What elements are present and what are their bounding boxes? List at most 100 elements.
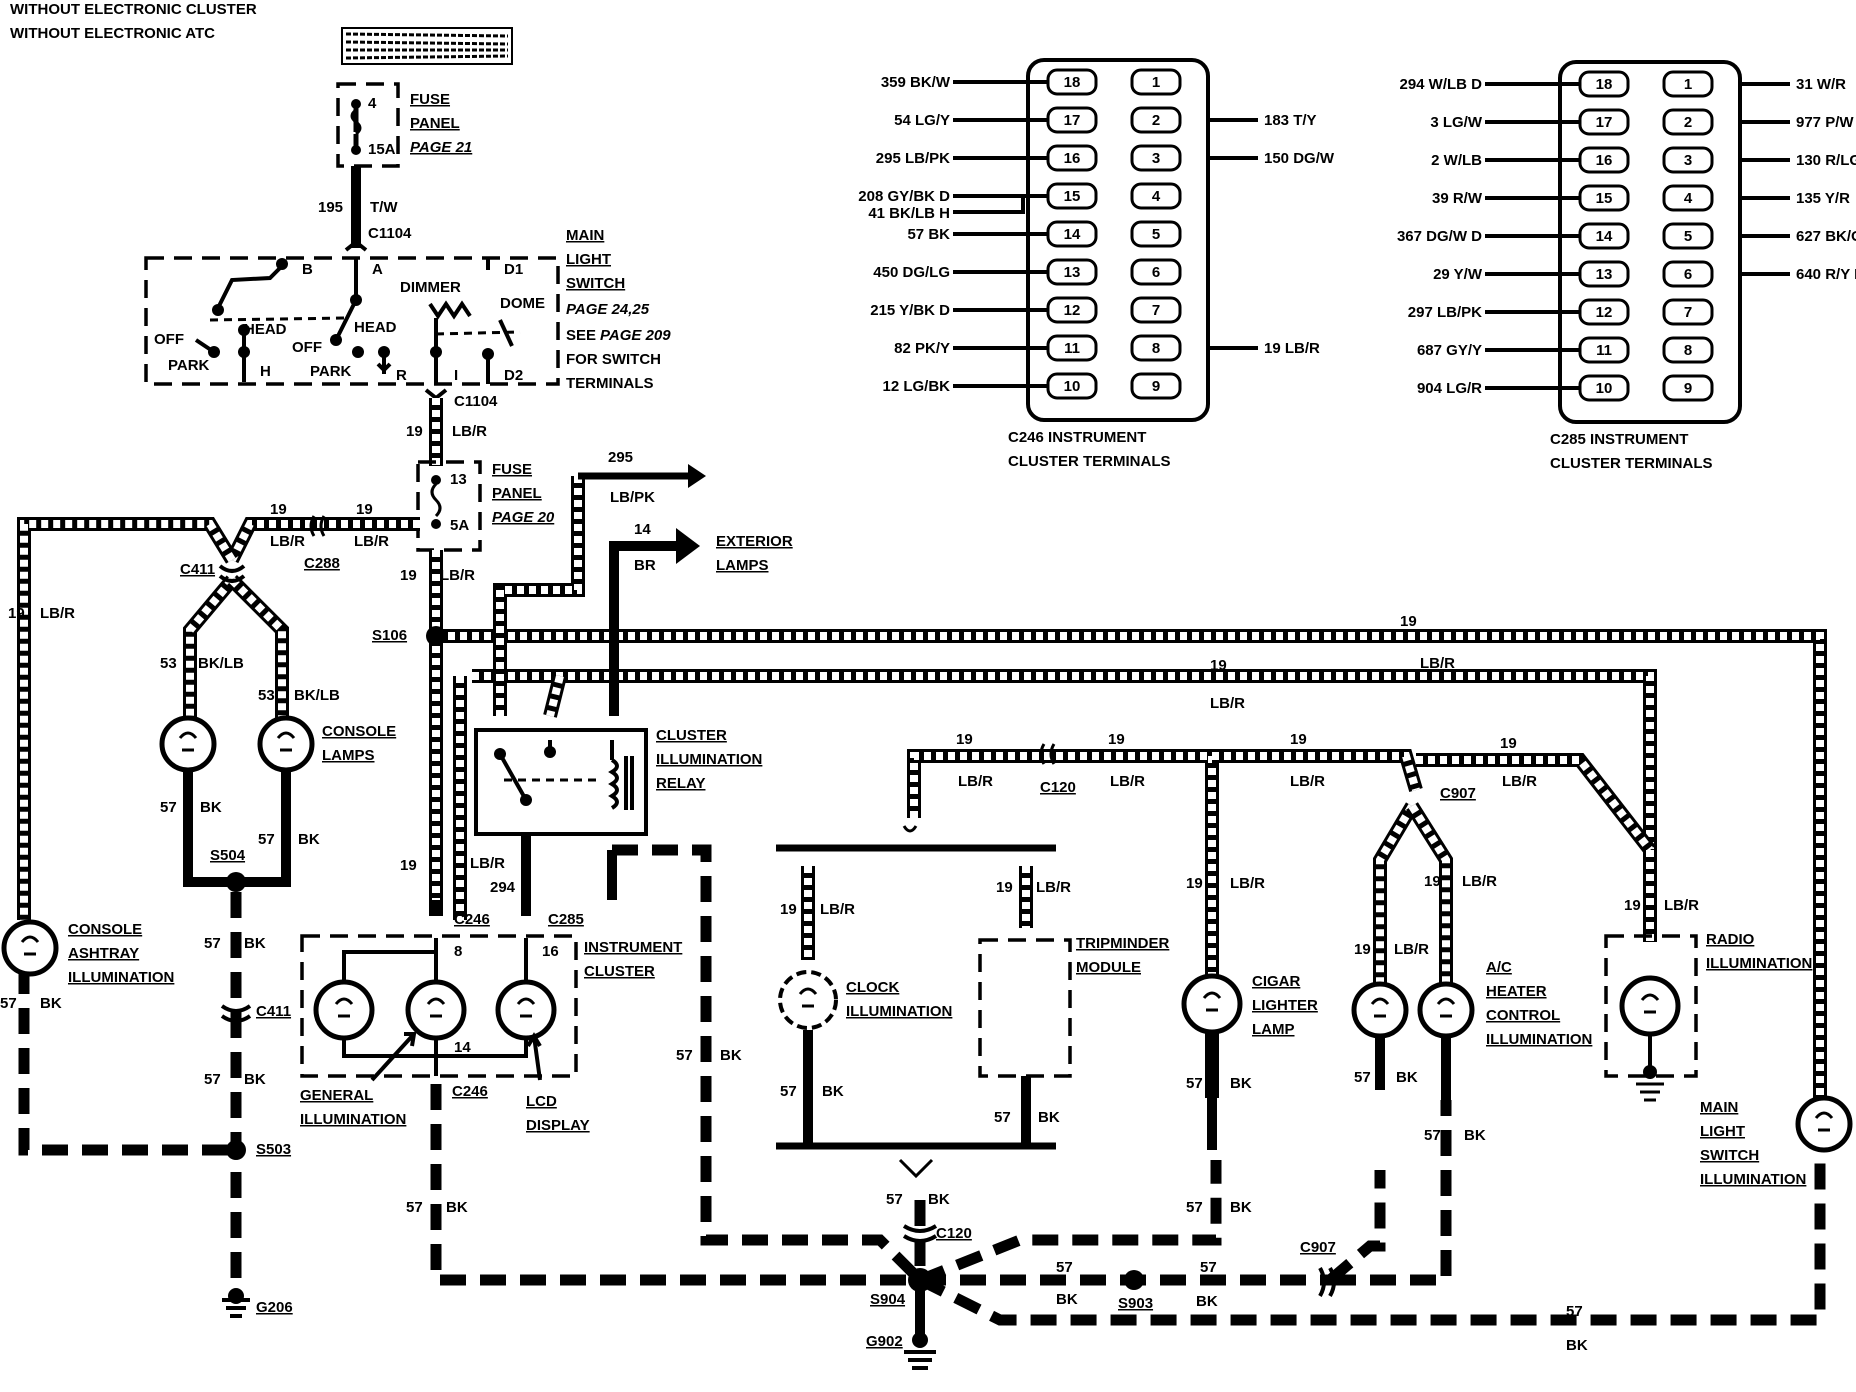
lbl-19-k: 19 <box>1500 735 1517 752</box>
wire-295-color: LB/PK <box>610 489 655 506</box>
c285_table-pin-7 <box>1662 298 1714 326</box>
console-lamps-2: LAMPS <box>322 747 375 764</box>
lbl-57-m: 57 <box>1354 1069 1371 1086</box>
lbl-57-k: 57 <box>1186 1075 1203 1092</box>
lbl-c411-top: C411 <box>180 561 215 578</box>
lbl-bk-c: BK <box>244 935 266 952</box>
lbl-bklb-a: BK/LB <box>198 655 244 672</box>
lbl-19-a: 19 <box>270 501 287 518</box>
relay-2: ILLUMINATION <box>656 751 762 768</box>
header-line-1: WITHOUT ELECTRONIC CLUSTER <box>10 1 257 18</box>
clock-illumination-lamp <box>778 970 838 1030</box>
lbl-bk-f: BK <box>446 1199 468 1216</box>
c288-connector <box>309 515 326 537</box>
console-lamp-left <box>159 715 217 773</box>
lbl-bk-n: BK <box>1464 1127 1486 1144</box>
wire-295-num: 295 <box>608 449 633 466</box>
mls-l3: SWITCH <box>566 275 625 292</box>
exterior-lamps-2: LAMPS <box>716 557 769 574</box>
c1104-lower-num: 19 <box>406 423 423 440</box>
lbl-57-o: 57 <box>1056 1259 1073 1276</box>
mls-illum-1: MAIN <box>1700 1099 1738 1116</box>
c246_table-pin-num-11: 11 <box>1064 340 1080 357</box>
lbl-19-m: 19 <box>996 879 1013 896</box>
main-light-switch-illumination-lamp <box>1795 1095 1853 1153</box>
c285_table-label-1: 31 W/R <box>1796 76 1846 93</box>
c246_table-pin-num-8: 8 <box>1152 340 1160 357</box>
g206-ground-symbol <box>222 1288 250 1318</box>
lbl-lbr-m: LB/R <box>1036 879 1071 896</box>
c285_table-label-3: 130 R/LG <box>1796 152 1856 169</box>
ac-2: HEATER <box>1486 983 1547 1000</box>
switch-dome: DOME <box>500 295 545 312</box>
c120-lower-connector <box>902 1224 938 1243</box>
lbl-57-h: 57 <box>780 1083 797 1100</box>
lbl-bk-e: BK <box>40 995 62 1012</box>
lbl-294: 294 <box>490 879 516 896</box>
c285_table-label-15: 39 R/W <box>1432 190 1483 207</box>
c285_table-pin-3 <box>1662 146 1714 174</box>
lbl-c120-bot: C120 <box>936 1225 972 1242</box>
c246_table-pin-num-7: 7 <box>1152 302 1160 319</box>
wire-14-exterior-lamps <box>609 528 700 716</box>
radio-illumination-lamp <box>1619 975 1681 1102</box>
lbl-lbr-b: LB/R <box>354 533 389 550</box>
wire-195-num: 195 <box>318 199 343 216</box>
c246_table-label-18: 359 BK/W <box>881 74 951 91</box>
clock-trip-brackets <box>776 844 1056 1150</box>
lbl-57-e: 57 <box>0 995 17 1012</box>
c285_table-pin-num-9: 9 <box>1684 380 1692 397</box>
c246_table-pin-num-16: 16 <box>1064 150 1081 167</box>
c246_table-label-17: 54 LG/Y <box>894 112 950 129</box>
c246_table-label-2: 183 T/Y <box>1264 112 1317 129</box>
exterior-lamps-1: EXTERIOR <box>716 533 793 550</box>
c246_table-pin-num-9: 9 <box>1152 378 1160 395</box>
c246_table-label-14: 57 BK <box>907 226 950 243</box>
lbl-bk-q: BK <box>1566 1337 1588 1354</box>
scribble-mark <box>341 27 513 65</box>
instrument-cluster-box <box>300 934 578 1082</box>
c285_table-label-6: 640 R/Y H <box>1796 266 1856 283</box>
c246_table-pin-6 <box>1130 258 1182 286</box>
lbl-57-b: 57 <box>258 831 275 848</box>
lbl-57-l: 57 <box>1186 1199 1203 1216</box>
clock-1: CLOCK <box>846 979 899 996</box>
genill-1: GENERAL <box>300 1087 373 1104</box>
c285_table-label-2: 977 P/W <box>1796 114 1854 131</box>
lbl-14: 14 <box>454 1039 471 1056</box>
lbl-lbr-e: LB/R <box>1420 655 1455 672</box>
lbl-19-g: 19 <box>400 857 417 874</box>
fuse-mid-num: 13 <box>450 471 467 488</box>
lbl-s106: S106 <box>372 627 407 644</box>
c246_table-pin-num-15: 15 <box>1064 188 1081 205</box>
s903-splice <box>1124 1270 1144 1290</box>
c285_table-pin-num-11: 11 <box>1596 342 1612 359</box>
lbl-8: 8 <box>454 943 462 960</box>
switch-off-2: OFF <box>292 339 322 356</box>
lbl-57-a: 57 <box>160 799 177 816</box>
c246_table-pin-9 <box>1130 372 1182 400</box>
cluster-illumination-relay <box>474 728 648 836</box>
c246_table-label-12: 215 Y/BK D <box>870 302 950 319</box>
c285_table-pin-num-12: 12 <box>1596 304 1613 321</box>
lbl-bk-j: BK <box>928 1191 950 1208</box>
c285_table-label-5: 627 BK/O H <box>1796 228 1856 245</box>
switch-a: A <box>372 261 383 278</box>
lbl-s504: S504 <box>210 847 246 864</box>
lbl-lbr-f: LB/R <box>1210 695 1245 712</box>
lbl-bk-i: BK <box>1038 1109 1060 1126</box>
lbl-bk-m: BK <box>1396 1069 1418 1086</box>
c907-lower-connector <box>1318 1267 1336 1297</box>
c1104-lower-color: LB/R <box>452 423 487 440</box>
c246_table-label-3: 150 DG/W <box>1264 150 1335 167</box>
c285_table-pin-2 <box>1662 108 1714 136</box>
cluster-2: CLUSTER <box>584 963 655 980</box>
mls-l5b: PAGE 209 <box>600 327 671 344</box>
lbl-57-p: 57 <box>1200 1259 1217 1276</box>
ground-wires <box>18 844 1826 1326</box>
lbl-19-f: 19 <box>1210 657 1227 674</box>
fuse-top-l3: PAGE 21 <box>410 139 472 156</box>
c285_table-pin-num-17: 17 <box>1596 114 1613 131</box>
main-light-switch-box <box>144 256 560 386</box>
